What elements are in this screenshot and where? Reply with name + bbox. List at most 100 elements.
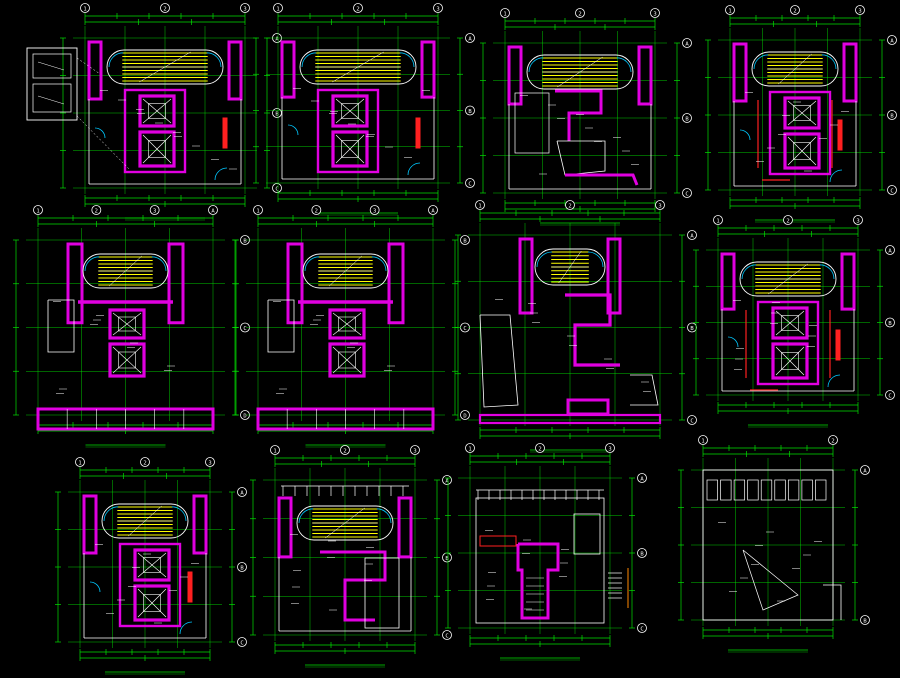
shaft-cross <box>332 346 362 374</box>
grid-bubble <box>410 445 420 455</box>
grid-bubble <box>887 110 897 120</box>
shaft-cross <box>775 310 805 336</box>
elevator-car <box>118 351 136 369</box>
grid-bubble-label: 2 <box>568 203 571 209</box>
stair-hall-outline <box>101 503 189 539</box>
door-swing-arc <box>528 57 544 73</box>
grid-bubble <box>465 443 475 453</box>
grid-bubble <box>682 38 692 48</box>
grid-bubble <box>605 443 615 453</box>
grid-bubble <box>340 445 350 455</box>
grid-bubble <box>687 230 697 240</box>
door-swing-arc <box>151 256 167 272</box>
grid-bubble-label: 1 <box>256 208 259 214</box>
wall-segment <box>518 237 534 315</box>
stair-hall-outline <box>534 248 606 286</box>
base-wall <box>478 413 662 425</box>
grid-bubble <box>500 8 510 18</box>
grid-bubble <box>460 410 470 420</box>
stair-break-line <box>558 250 582 284</box>
stair-hall-outline <box>526 54 634 90</box>
wall-segment <box>420 40 436 99</box>
grid-bubble <box>725 5 735 15</box>
grid-bubble-label: 1 <box>273 448 276 454</box>
stair-hall-outline <box>299 49 417 85</box>
detail-hatch <box>37 61 65 71</box>
red-marker <box>835 329 841 361</box>
roof-slope <box>742 549 799 611</box>
door-swing-arc <box>827 374 841 388</box>
door-swing-arc <box>108 52 124 68</box>
grid-bubble <box>885 390 895 400</box>
roof-louvre <box>720 479 732 501</box>
elevator-shaft-wall <box>783 96 821 130</box>
grid-bubble <box>75 457 85 467</box>
grid-bubble <box>465 178 475 188</box>
door-swing-arc <box>407 162 421 176</box>
shaft-cross <box>137 552 167 578</box>
grid-bubble <box>208 205 218 215</box>
grid-bubble-label: 2 <box>343 448 346 454</box>
wall-segment <box>397 496 413 559</box>
grid-bubble-label: C <box>243 326 246 332</box>
grid-bubble-label: C <box>685 191 688 197</box>
elevator-car <box>148 103 166 119</box>
grid-bubble <box>253 205 263 215</box>
lobby-outline <box>556 140 606 176</box>
shaft-cross <box>335 98 365 124</box>
grid-bubble <box>465 33 475 43</box>
grid-bubble-label: C <box>445 633 448 639</box>
grid-bubble-label: C <box>890 188 893 194</box>
grid-bubble-label: B <box>640 551 644 557</box>
stair-break-line <box>332 51 384 83</box>
grid-bubble <box>237 487 247 497</box>
elevator-car <box>781 315 799 331</box>
grid-bubble <box>637 548 647 558</box>
detail-leader <box>76 57 101 75</box>
stair-break-line <box>768 263 808 295</box>
grid-bubble-label: A <box>445 478 449 484</box>
grid-bubble-label: 2 <box>831 438 834 444</box>
shaft-cross <box>142 98 172 124</box>
stair-hall-outline <box>106 49 224 85</box>
grid-bubble <box>682 188 692 198</box>
elevator-car <box>143 594 161 612</box>
grid-bubble-label: B <box>463 238 467 244</box>
grid-bubble <box>237 637 247 647</box>
shaft-cross <box>142 134 172 164</box>
mech-equipment <box>479 535 517 547</box>
elevator-shaft-wall <box>328 308 366 340</box>
wall-segment <box>720 252 736 311</box>
stair-hall-outline <box>302 253 389 289</box>
stair-break-line <box>325 507 365 539</box>
door-swing-arc <box>399 52 415 68</box>
elevator-car <box>148 140 166 158</box>
elevator-shaft-wall <box>138 94 176 128</box>
mech-wall <box>516 542 560 620</box>
roof-louvre <box>801 479 813 501</box>
door-swing-arc <box>179 621 193 635</box>
grid-bubble <box>428 205 438 215</box>
door-swing-arc <box>819 264 835 280</box>
detail-hatch <box>37 95 65 105</box>
grid-bubble-label: 3 <box>153 208 156 214</box>
grid-bubble <box>783 215 793 225</box>
door-swing-arc <box>536 251 553 268</box>
grid-bubble-label: B <box>888 321 892 327</box>
roof-outline <box>702 469 834 621</box>
grid-bubble-label: B <box>863 618 867 624</box>
grid-bubble <box>140 457 150 467</box>
elevator-shaft-wall <box>108 342 146 378</box>
elevator-shaft-wall <box>331 130 369 168</box>
shaft-cross <box>775 346 805 376</box>
detail-callout-frame <box>26 47 78 121</box>
wall-segment <box>280 40 296 99</box>
grid-bubble-label: A <box>690 233 694 239</box>
grid-bubble <box>885 245 895 255</box>
grid-bubble-label: 1 <box>83 6 86 12</box>
